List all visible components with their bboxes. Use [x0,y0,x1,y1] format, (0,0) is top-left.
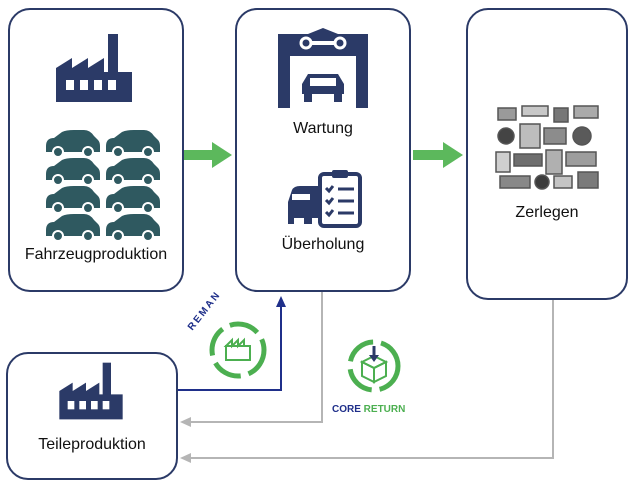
core-return-arrowhead [180,417,191,427]
green-arrow-2 [413,142,463,168]
parts-factory-icon [59,362,123,420]
car-parts-icon [495,105,599,190]
car-icon [106,130,160,158]
reman-arrow [178,306,282,391]
core-return-arrow [190,292,323,423]
car-icon [106,214,160,242]
cars-group-icon [46,130,160,242]
reman-badge-icon [209,321,267,379]
service-label: Wartung [293,120,353,137]
overhaul-label: Überholung [281,236,365,253]
disassembly-return-arrowhead [180,453,191,463]
core-return-text-core: CORE [332,404,364,415]
car-icon [46,158,100,186]
vehicle-production-label: Fahrzeugproduktion [24,246,168,263]
checklist-car-icon [288,170,362,228]
core-return-text: CORE RETURN [332,404,405,415]
core-return-text-return: RETURN [363,404,406,415]
parts-production-label: Teileproduktion [38,436,146,453]
factory-icon [56,34,132,102]
car-icon [46,130,100,158]
disassembly-return-arrow [190,300,554,459]
car-icon [106,186,160,214]
garage-icon [278,28,368,108]
core-return-badge-icon [347,339,401,393]
car-icon [46,186,100,214]
car-icon [106,158,160,186]
green-arrow-1 [184,142,232,168]
disassembly-label: Zerlegen [515,204,579,221]
car-icon [46,214,100,242]
reman-arrowhead [276,296,286,307]
